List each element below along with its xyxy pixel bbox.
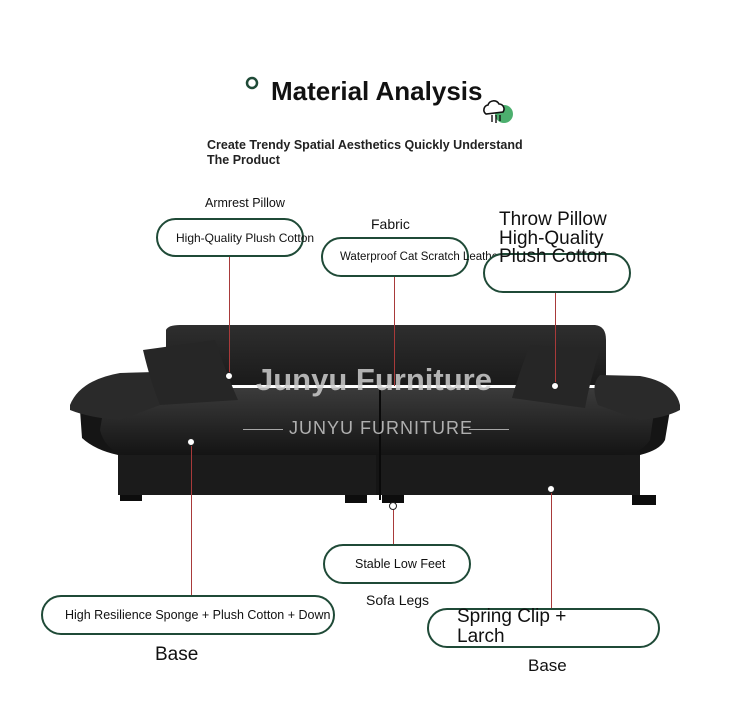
throw-callout — [483, 253, 631, 293]
watermark-main: Junyu Furniture — [256, 362, 492, 397]
cloud-leaf-icon — [483, 100, 513, 123]
legs-callout: Stable Low Feet — [323, 544, 471, 584]
leader-throw — [555, 292, 556, 386]
armrest-heading: Armrest Pillow — [205, 196, 285, 210]
page-title: Material Analysis — [271, 76, 483, 106]
base-right-text: Spring Clip + Larch — [457, 606, 567, 647]
marker-base-right — [547, 485, 555, 493]
fabric-callout: Waterproof Cat Scratch Leather — [321, 237, 502, 277]
page-subtitle: Create Trendy Spatial Aesthetics Quickly… — [207, 138, 523, 167]
throw-text: Throw Pillow High-Quality Plush Cotton — [499, 209, 608, 267]
fabric-heading: Fabric — [371, 216, 410, 232]
leader-fabric — [394, 276, 395, 386]
leader-base-right — [551, 489, 552, 609]
armrest-text: High-Quality Plush Cotton — [176, 230, 315, 245]
marker-throw — [551, 382, 559, 390]
legs-text: Stable Low Feet — [355, 557, 446, 571]
circle-bullet-icon — [245, 76, 259, 90]
watermark-rule-right — [469, 429, 509, 430]
marker-armrest — [225, 372, 233, 380]
fabric-text: Waterproof Cat Scratch Leather — [340, 251, 502, 263]
base-right-callout — [427, 608, 660, 648]
leader-legs — [393, 506, 394, 545]
marker-legs — [389, 502, 397, 510]
base-left-text: High Resilience Sponge + Plush Cotton + … — [65, 608, 331, 622]
watermark-sub: JUNYU FURNITURE — [289, 418, 473, 438]
base-left-callout: High Resilience Sponge + Plush Cotton + … — [41, 595, 335, 635]
legs-caption: Sofa Legs — [366, 592, 430, 608]
base-left-caption: Base — [155, 644, 199, 665]
leader-base-left — [191, 442, 192, 596]
watermark-rule-left — [243, 429, 283, 430]
marker-seat — [187, 438, 195, 446]
armrest-callout: High-Quality Plush Cotton — [156, 218, 314, 257]
leader-armrest — [229, 256, 230, 376]
base-right-caption: Base — [528, 656, 567, 675]
